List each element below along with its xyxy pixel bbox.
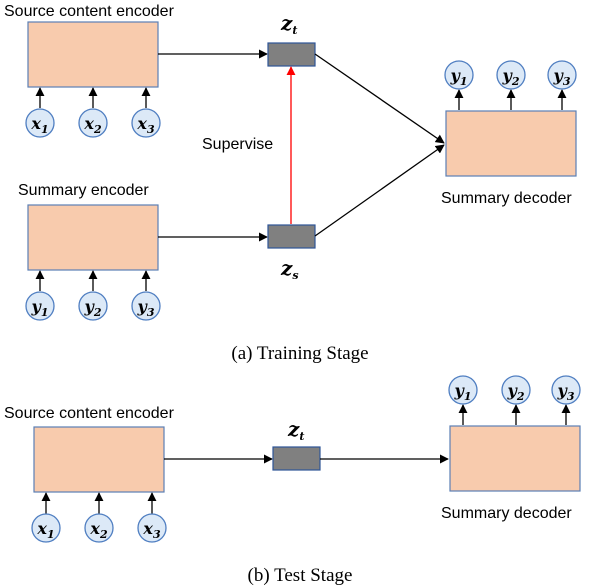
output-node-y1 [444, 60, 474, 90]
training-summary-encoder-box [27, 204, 159, 271]
test-input-node-x1 [31, 513, 61, 543]
summary-input-node-y3 [131, 291, 161, 321]
output-node-y3 [547, 60, 577, 90]
test-zt-label: zt [287, 417, 304, 443]
training-summary-encoder-label: Summary encoder [18, 182, 149, 199]
test-output-node-y1-label: y1 [454, 381, 472, 403]
training-source-inputs: x1 x2 x3 [25, 87, 161, 138]
input-node-x3 [131, 108, 161, 138]
training-decoder-outputs: y1 y2 y3 [444, 60, 577, 110]
test-output-node-y1 [448, 375, 478, 405]
input-node-x3-label: x3 [136, 114, 155, 136]
training-stage-caption: (a) Training Stage [231, 343, 368, 364]
training-source-encoder-box [27, 21, 159, 88]
training-zt-box [267, 42, 316, 67]
training-summary-decoder-box [445, 110, 577, 177]
training-zt-label: zt [280, 11, 297, 37]
test-output-node-y3-label: y3 [557, 381, 575, 403]
test-output-node-y3 [551, 375, 581, 405]
summary-input-node-y1-label: y1 [31, 297, 49, 319]
test-summary-decoder-box [449, 425, 581, 492]
output-node-y2-label: y2 [502, 66, 520, 88]
test-source-inputs: x1 x2 x3 [31, 492, 167, 543]
test-source-encoder-label: Source content encoder [4, 405, 175, 422]
summary-input-node-y3-label: y3 [137, 297, 155, 319]
input-node-x2 [78, 108, 108, 138]
output-node-y2 [496, 60, 526, 90]
training-zs-label: zs [280, 256, 299, 282]
input-node-x2-label: x2 [83, 114, 102, 136]
summary-input-node-y2 [78, 291, 108, 321]
arrow-zs-to-summary-decoder [314, 144, 445, 237]
training-zs-box [267, 224, 316, 249]
test-summary-decoder-label: Summary decoder [441, 505, 572, 522]
training-summary-decoder-label: Summary decoder [441, 190, 572, 207]
test-stage-caption: (b) Test Stage [248, 565, 353, 586]
output-node-y1-label: y1 [450, 66, 468, 88]
test-stage: Source content encoder x1 x2 x3 zt Summa… [4, 375, 581, 586]
test-source-encoder-box [33, 426, 165, 493]
test-input-node-x2 [84, 513, 114, 543]
summary-input-node-y2-label: y2 [84, 297, 102, 319]
input-node-x1 [25, 108, 55, 138]
training-stage: Source content encoder x1 x2 x3 zt Super… [4, 3, 577, 364]
test-input-node-x3-label: x3 [142, 519, 161, 541]
test-output-node-y2 [501, 375, 531, 405]
output-node-y3-label: y3 [553, 66, 571, 88]
summary-input-node-y1 [25, 291, 55, 321]
test-input-node-x1-label: x1 [36, 519, 54, 541]
training-summary-inputs: y1 y2 y3 [25, 270, 161, 321]
test-input-node-x2-label: x2 [89, 519, 108, 541]
input-node-x1-label: x1 [30, 114, 48, 136]
test-zt-box [272, 446, 321, 471]
test-output-node-y2-label: y2 [507, 381, 525, 403]
test-decoder-outputs: y1 y2 y3 [448, 375, 581, 425]
arrow-zt-to-summary-decoder [314, 53, 445, 144]
training-source-encoder-label: Source content encoder [4, 3, 175, 20]
test-input-node-x3 [137, 513, 167, 543]
supervise-label: Supervise [202, 136, 273, 153]
